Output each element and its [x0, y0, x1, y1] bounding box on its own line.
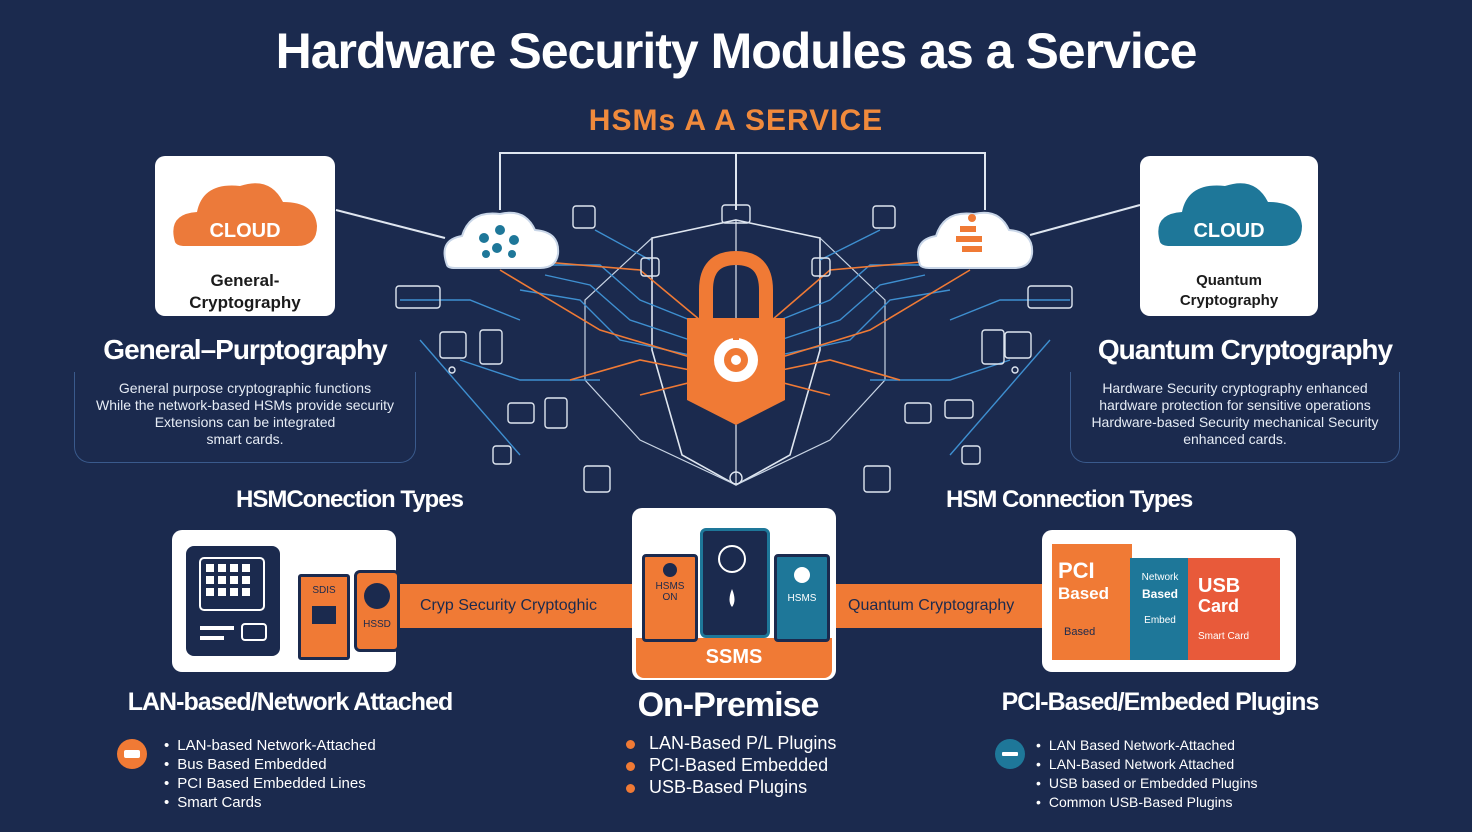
page-title: Hardware Security Modules as a Service	[275, 23, 1198, 79]
general-description-box: General purpose cryptographic functions …	[74, 372, 416, 463]
pci-embedded-heading: PCI-Based/Embeded Plugins	[1001, 688, 1320, 716]
card-caption-line1: General-	[210, 271, 280, 290]
module-sublabel: ON	[662, 592, 678, 603]
cloud-label: CLOUD	[209, 220, 281, 242]
list-item-label: USB-Based Plugins	[649, 777, 808, 797]
list-item: LAN-Based P/L Plugins	[626, 732, 836, 754]
description-line: hardware protection for sensitive operat…	[1099, 397, 1371, 413]
pci-card: PCI Based Based	[1052, 544, 1132, 660]
quantum-cryptography-card: CLOUD Quantum Cryptography	[1140, 156, 1318, 316]
on-premise-heading: On-Premise	[637, 686, 820, 724]
tag-label: HSSD	[363, 619, 391, 630]
list-item: USB based or Embedded Plugins	[1036, 774, 1258, 793]
list-item: Common USB-Based Plugins	[1036, 793, 1257, 812]
list-item: LAN-based Network-Attached	[164, 736, 375, 755]
hsm-tag-card: SDIS	[298, 574, 350, 660]
pci-foot: Based	[1064, 626, 1096, 638]
hsm-chip-card: HSSD	[354, 570, 400, 652]
quantum-cryptography-heading: Quantum Cryptography	[1097, 334, 1393, 365]
usb-foot: Smart Card	[1198, 631, 1250, 642]
description-line: Extensions can be integrated	[154, 414, 336, 430]
usb-label: USB	[1198, 575, 1241, 597]
pci-sublabel: Based	[1058, 584, 1110, 603]
cloud-icon	[1158, 183, 1302, 246]
left-network-cloud-icon	[443, 211, 560, 269]
connection-types-heading-left: HSMConection Types	[236, 486, 464, 513]
list-item: LAN Based Network-Attached	[1036, 736, 1257, 755]
embedded-label: Network	[1141, 572, 1179, 583]
list-item-label: LAN-Based P/L Plugins	[649, 733, 837, 753]
bullet-icon	[626, 761, 635, 771]
pci-list-icon	[995, 739, 1025, 769]
description-line: General purpose cryptographic functions	[118, 380, 372, 396]
list-item: PCI-Based Embedded	[626, 754, 836, 776]
bullet-icon	[626, 783, 635, 793]
pci-device-card: PCI Based Based Network Based Embed USB …	[1042, 530, 1296, 672]
card-caption-line1: Quantum	[1196, 272, 1262, 289]
page-subtitle: HSMs A A SERVICE	[588, 104, 884, 137]
list-item-label: PCI-Based Embedded	[649, 755, 829, 775]
list-item: Smart Cards	[164, 793, 376, 812]
usb-card: USB Card Smart Card	[1188, 558, 1280, 660]
embedded-sublabel: Based	[1141, 587, 1179, 601]
module-label: HSMS	[787, 593, 817, 604]
cloud-icon	[173, 183, 317, 246]
list-item: USB-Based Plugins	[626, 776, 836, 798]
general-cryptography-card: CLOUD General- Cryptography	[155, 156, 335, 316]
bullet-icon	[626, 739, 635, 749]
right-network-cloud-icon	[917, 211, 1034, 269]
quantum-description-box: Hardware Security cryptography enhanced …	[1070, 372, 1400, 463]
module-label: HSMS	[655, 581, 685, 592]
cloud-label: CLOUD	[1193, 220, 1265, 242]
lan-device-card: SDIS HSSD	[172, 530, 400, 672]
pci-embedded-list: LAN Based Network-Attached LAN-Based Net…	[1036, 736, 1258, 812]
description-line: While the network-based HSMs provide sec…	[95, 397, 394, 413]
right-connection-bar: Quantum Cryptography	[830, 584, 1048, 628]
description-line: Hardware Security cryptography enhanced	[1102, 380, 1368, 396]
list-item: LAN-Based Network Attached	[1036, 755, 1257, 774]
on-premise-center-module	[700, 528, 770, 638]
on-premise-list: LAN-Based P/L Plugins PCI-Based Embedded…	[626, 732, 836, 798]
list-item: Bus Based Embedded	[164, 755, 376, 774]
list-item: PCI Based Embedded Lines	[164, 774, 376, 793]
tag-label: SDIS	[312, 585, 336, 596]
embedded-foot: Embed	[1144, 615, 1176, 626]
right-bar-label: Quantum Cryptography	[848, 597, 1015, 614]
general-purpose-heading: General–Purptography	[103, 334, 387, 365]
card-caption-line2: Cryptography	[1179, 292, 1279, 309]
description-line: smart cards.	[206, 431, 284, 447]
network-appliance-icon	[186, 546, 280, 656]
on-premise-base-label: SSMS	[705, 646, 763, 668]
lan-list-icon	[117, 739, 147, 769]
description-line: enhanced cards.	[1183, 431, 1287, 447]
key-icon	[718, 545, 746, 607]
on-premise-device-card: SSMS HSMS ON HSMS	[632, 508, 836, 680]
connection-types-heading-right: HSM Connection Types	[946, 486, 1193, 513]
on-premise-left-module: HSMS ON	[642, 554, 698, 642]
left-bar-label: Cryp Security Cryptoghic	[420, 597, 597, 614]
on-premise-base: SSMS	[636, 638, 832, 678]
lan-network-heading: LAN-based/Network Attached	[127, 688, 454, 716]
card-caption-line2: Cryptography	[189, 293, 301, 312]
on-premise-right-module: HSMS	[774, 554, 830, 642]
pci-label: PCI	[1058, 558, 1095, 583]
padlock-icon	[687, 250, 785, 425]
embedded-card: Network Based Embed	[1130, 558, 1190, 660]
left-connection-bar: Cryp Security Cryptoghic	[390, 584, 640, 628]
lan-network-list: LAN-based Network-Attached Bus Based Emb…	[164, 736, 376, 812]
usb-sublabel: Card	[1198, 596, 1240, 616]
description-line: Hardware-based Security mechanical Secur…	[1091, 414, 1379, 430]
